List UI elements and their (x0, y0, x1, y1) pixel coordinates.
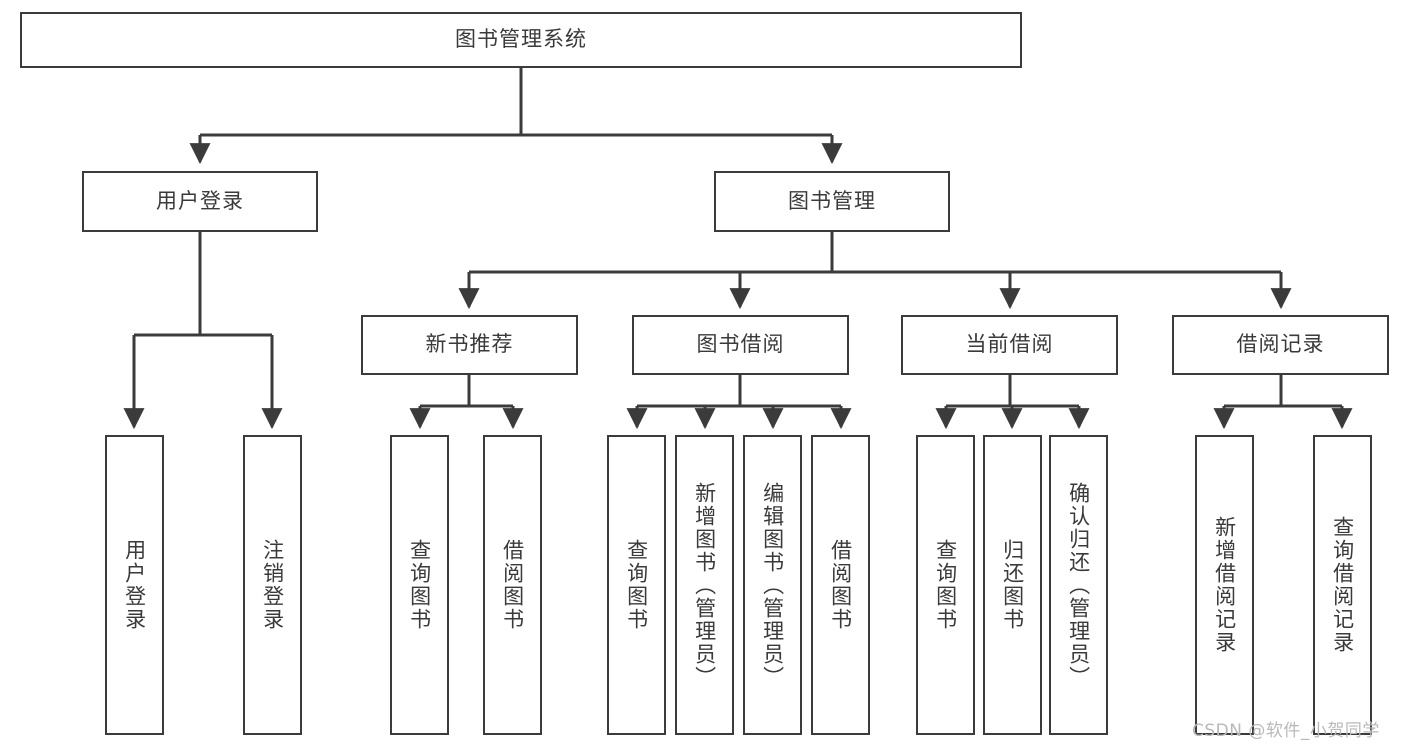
leaf-book-borrow-edit[interactable]: 编辑图书（管理员） (743, 435, 802, 735)
leaf-label: 查询图书 (624, 539, 649, 631)
leaf-label: 查询图书 (407, 539, 432, 631)
leaf-label: 查询借阅记录 (1330, 516, 1355, 654)
node-book-borrow[interactable]: 图书借阅 (632, 315, 849, 375)
leaf-label: 查询图书 (933, 539, 958, 631)
node-user-login[interactable]: 用户登录 (82, 171, 318, 232)
leaf-current-borrow-return[interactable]: 归还图书 (983, 435, 1042, 735)
leaf-label: 编辑图书（管理员） (760, 481, 785, 689)
node-current-borrow[interactable]: 当前借阅 (901, 315, 1118, 375)
leaf-label: 确认归还（管理员） (1066, 481, 1091, 689)
leaf-label: 新增借阅记录 (1212, 516, 1237, 654)
watermark-text: CSDN @软件_小贺同学 (1192, 721, 1380, 741)
leaf-label: 借阅图书 (828, 539, 853, 631)
leaf-current-borrow-query[interactable]: 查询图书 (916, 435, 975, 735)
node-borrow-record[interactable]: 借阅记录 (1172, 315, 1389, 375)
leaf-new-book-borrow[interactable]: 借阅图书 (483, 435, 542, 735)
leaf-label: 用户登录 (122, 539, 147, 631)
leaf-new-book-query[interactable]: 查询图书 (390, 435, 449, 735)
leaf-borrow-record-add[interactable]: 新增借阅记录 (1195, 435, 1254, 735)
leaf-current-borrow-confirm-return[interactable]: 确认归还（管理员） (1049, 435, 1108, 735)
leaf-user-login-signout[interactable]: 注销登录 (243, 435, 302, 735)
leaf-book-borrow-add[interactable]: 新增图书（管理员） (675, 435, 734, 735)
leaf-label: 借阅图书 (500, 539, 525, 631)
node-new-book-recommend[interactable]: 新书推荐 (361, 315, 578, 375)
node-book-management[interactable]: 图书管理 (714, 171, 950, 232)
leaf-book-borrow-query[interactable]: 查询图书 (607, 435, 666, 735)
leaf-borrow-record-query[interactable]: 查询借阅记录 (1313, 435, 1372, 735)
leaf-user-login-signin[interactable]: 用户登录 (105, 435, 164, 735)
node-root-system[interactable]: 图书管理系统 (20, 12, 1022, 68)
leaf-label: 归还图书 (1000, 539, 1025, 631)
leaf-book-borrow-borrow[interactable]: 借阅图书 (811, 435, 870, 735)
leaf-label: 新增图书（管理员） (692, 481, 717, 689)
leaf-label: 注销登录 (260, 539, 285, 631)
